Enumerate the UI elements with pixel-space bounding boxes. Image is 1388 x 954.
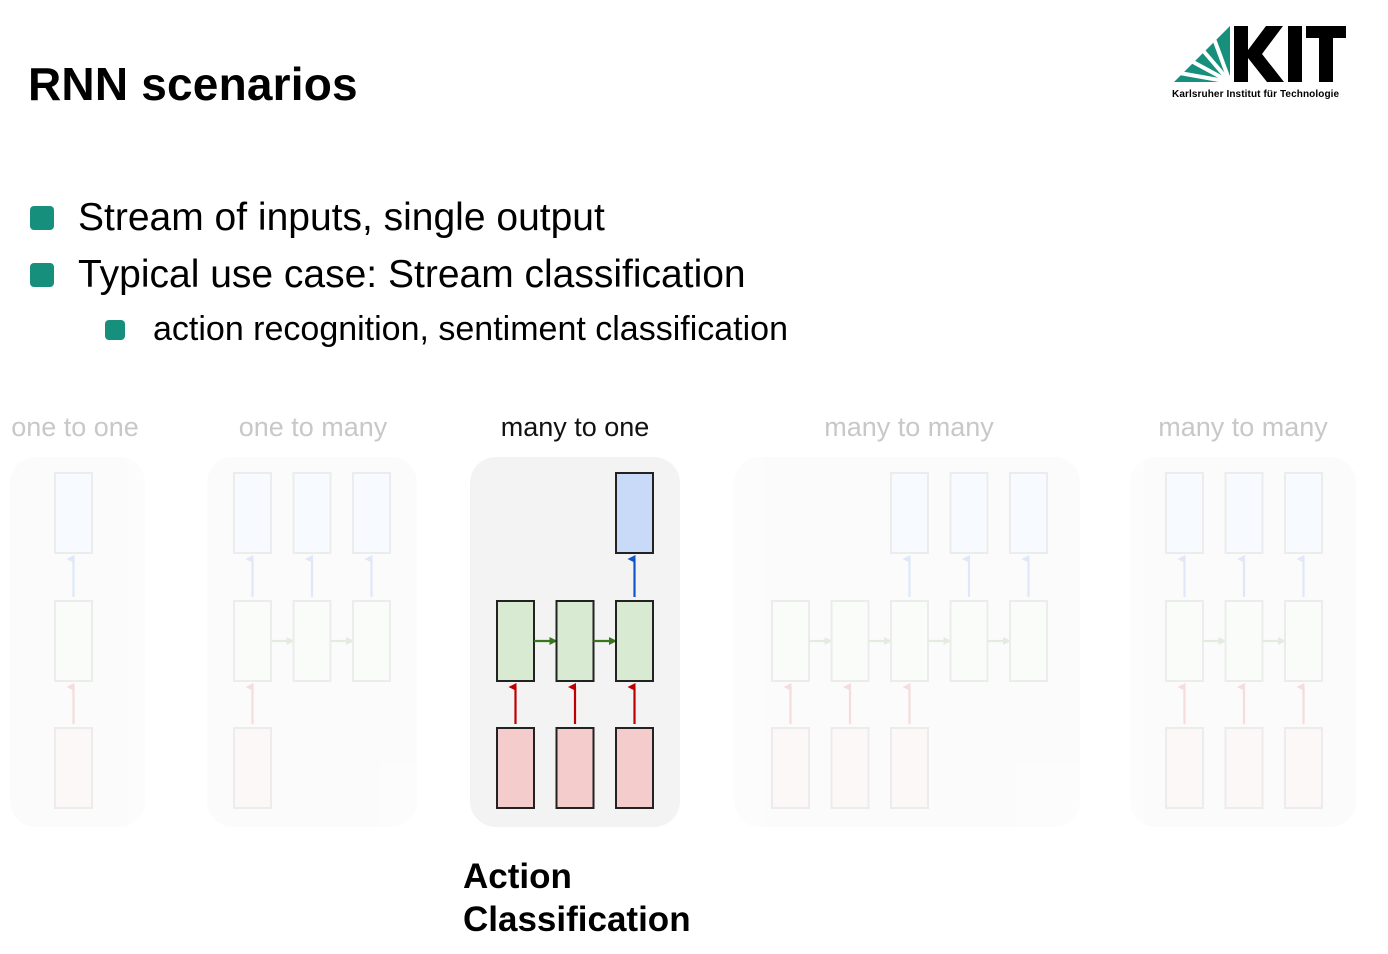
panel-one-to-many bbox=[207, 457, 417, 827]
input-node bbox=[555, 727, 595, 809]
panel-label: many to many bbox=[1158, 412, 1328, 442]
input-node bbox=[54, 727, 93, 809]
kit-fan-icon bbox=[1173, 26, 1232, 84]
output-node bbox=[292, 472, 332, 554]
output-node bbox=[615, 472, 654, 554]
bullet-text: action recognition, sentiment classifica… bbox=[153, 310, 788, 348]
output-node bbox=[1224, 472, 1264, 554]
hidden-node bbox=[1165, 600, 1204, 682]
input-node bbox=[771, 727, 810, 809]
output-node bbox=[1284, 472, 1323, 554]
hidden-node bbox=[949, 600, 989, 682]
rnn-scenarios-diagram: one to one one to many many to one many to … bbox=[10, 412, 1356, 827]
output-node bbox=[54, 472, 93, 554]
bullet-text: Typical use case: Stream classification bbox=[78, 253, 746, 296]
sub-bullet-item: action recognition, sentiment classifica… bbox=[105, 310, 788, 349]
caption-line: Action bbox=[463, 857, 572, 896]
panel-one-to-one bbox=[10, 457, 145, 827]
panel-label: one to one bbox=[11, 412, 139, 442]
input-node bbox=[1165, 727, 1204, 809]
bullet-text: Stream of inputs, single output bbox=[78, 196, 605, 239]
output-node bbox=[233, 472, 272, 554]
panel-background bbox=[1130, 457, 1356, 827]
hidden-node bbox=[496, 600, 535, 682]
hidden-node bbox=[1224, 600, 1264, 682]
panel-label: one to many bbox=[239, 412, 388, 442]
hidden-node bbox=[292, 600, 332, 682]
input-node bbox=[1284, 727, 1323, 809]
hidden-node bbox=[771, 600, 810, 682]
input-node bbox=[1224, 727, 1264, 809]
panel-background bbox=[207, 457, 417, 827]
output-node bbox=[1009, 472, 1048, 554]
panel-background bbox=[734, 457, 1080, 827]
diagram-caption: Action Classification bbox=[463, 855, 691, 941]
bullet-item: Stream of inputs, single output bbox=[30, 196, 605, 240]
panel-many-to-many bbox=[734, 457, 1080, 827]
output-node bbox=[352, 472, 391, 554]
kit-wordmark bbox=[1234, 26, 1346, 82]
panel-label: many to one bbox=[501, 412, 650, 442]
hidden-node bbox=[233, 600, 272, 682]
hidden-node bbox=[615, 600, 654, 682]
caption-line: Classification bbox=[463, 900, 691, 939]
input-node bbox=[615, 727, 654, 809]
kit-logo bbox=[1173, 26, 1346, 84]
bullet-item: Typical use case: Stream classification bbox=[30, 253, 746, 297]
output-node bbox=[890, 472, 929, 554]
bullet-square-icon bbox=[105, 319, 125, 340]
hidden-node bbox=[1284, 600, 1323, 682]
input-node bbox=[890, 727, 929, 809]
panel-many-to-many bbox=[1130, 457, 1356, 827]
output-node bbox=[949, 472, 989, 554]
output-node bbox=[1165, 472, 1204, 554]
input-node bbox=[830, 727, 870, 809]
hidden-node bbox=[555, 600, 595, 682]
panel-label: many to many bbox=[824, 412, 994, 442]
bullet-square-icon bbox=[30, 263, 54, 287]
hidden-node bbox=[352, 600, 391, 682]
input-node bbox=[496, 727, 535, 809]
bullet-square-icon bbox=[30, 206, 54, 230]
input-node bbox=[233, 727, 272, 809]
page-title: RNN scenarios bbox=[28, 58, 358, 110]
panel-background bbox=[10, 457, 145, 827]
hidden-node bbox=[830, 600, 870, 682]
hidden-node bbox=[890, 600, 929, 682]
hidden-node bbox=[1009, 600, 1048, 682]
hidden-node bbox=[54, 600, 93, 682]
logo-caption: Karlsruher Institut für Technologie bbox=[1172, 89, 1340, 100]
panel-many-to-one bbox=[470, 457, 680, 827]
